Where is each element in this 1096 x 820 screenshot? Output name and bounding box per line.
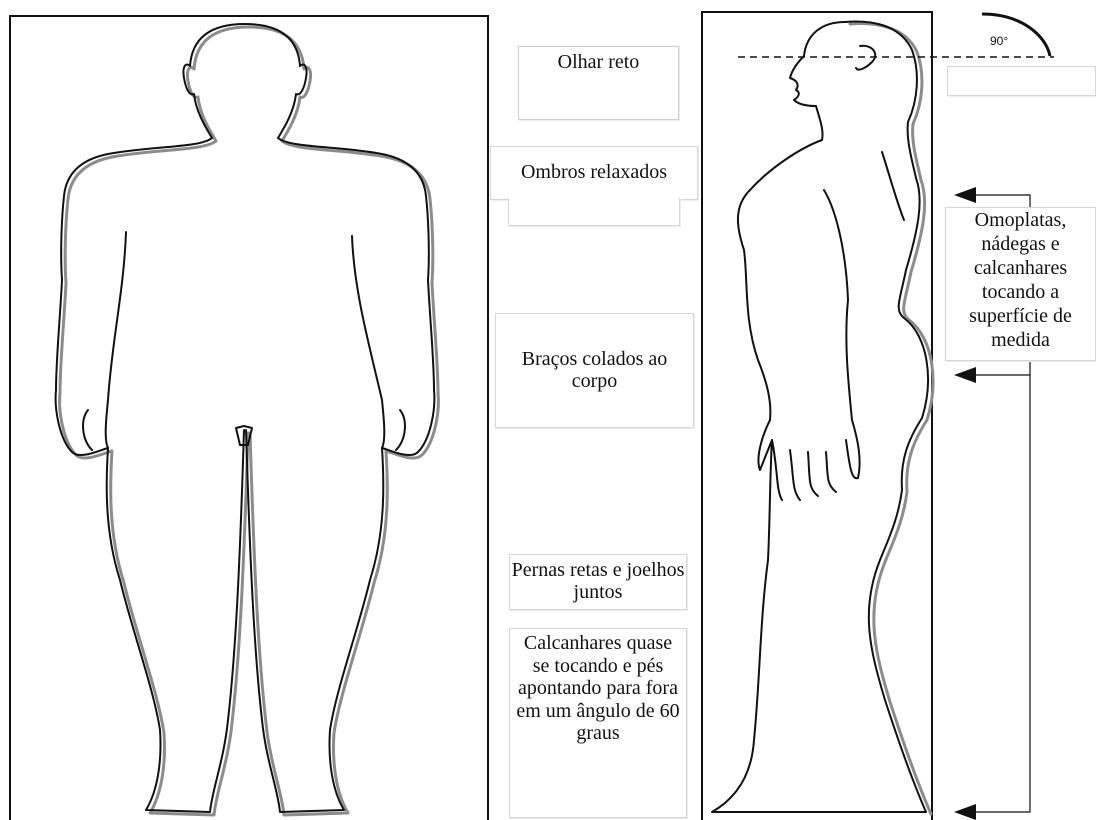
label-pernas-retas: Pernas retas e joelhos juntos — [509, 554, 687, 610]
label-calcanhares-pes: Calcanhares quase se tocando e pés apont… — [509, 628, 687, 818]
arrow-buttocks — [954, 367, 976, 383]
arrow-heels — [954, 804, 976, 820]
front-body-outline — [56, 24, 439, 815]
label-ombros-relaxados: Ombros relaxados — [490, 146, 698, 200]
label-olhar-reto: Olhar reto — [518, 46, 679, 120]
label-omoplatas-contato: Omoplatas, nádegas e calcanhares tocando… — [945, 207, 1096, 361]
side-body-outline — [712, 22, 933, 814]
side-view-frame — [702, 12, 932, 820]
arrow-shoulder-blades — [954, 187, 976, 203]
angle-label: 90° — [990, 34, 1008, 48]
angle-empty-box — [947, 66, 1096, 96]
label-bracos-colados: Braços colados ao corpo — [495, 313, 694, 428]
front-view-frame — [10, 16, 488, 820]
shoulders-box-lower — [508, 198, 680, 226]
